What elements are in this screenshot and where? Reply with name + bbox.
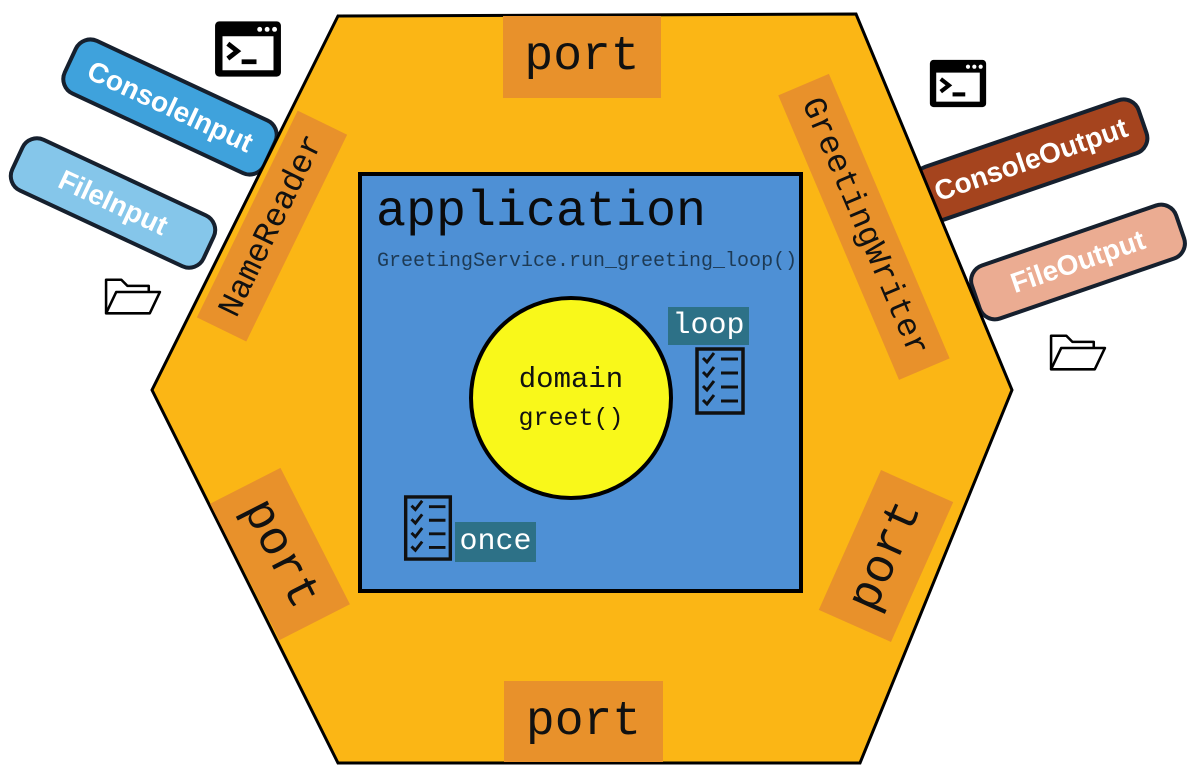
domain-method: greet() xyxy=(518,404,624,433)
once-badge-text: once xyxy=(459,525,532,559)
port-top-text: port xyxy=(524,30,640,84)
loop-badge-text: loop xyxy=(672,309,745,343)
domain-name: domain xyxy=(518,363,624,396)
port-label-top: port xyxy=(503,16,661,98)
domain-circle: domain greet() xyxy=(469,296,673,500)
checklist-icon xyxy=(403,495,453,561)
folder-icon xyxy=(101,270,164,318)
terminal-icon xyxy=(214,20,282,78)
port-bottom-text: port xyxy=(525,694,642,749)
once-badge: once xyxy=(455,522,536,562)
checklist-icon xyxy=(695,347,745,415)
terminal-icon xyxy=(927,59,989,108)
application-title: application xyxy=(376,184,707,241)
loop-badge: loop xyxy=(668,307,749,345)
folder-icon xyxy=(1046,326,1109,374)
application-subtitle: GreetingService.run_greeting_loop() xyxy=(377,250,798,273)
application-box: application GreetingService.run_greeting… xyxy=(358,172,803,593)
port-label-bottom: port xyxy=(504,681,663,762)
